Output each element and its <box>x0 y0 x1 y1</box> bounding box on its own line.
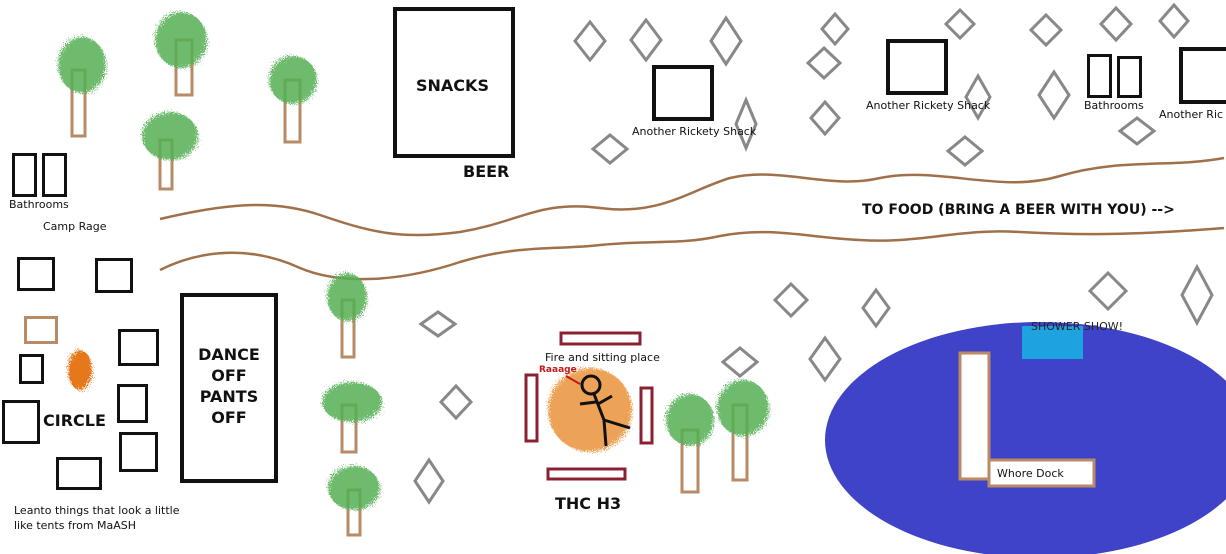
diamond <box>709 15 743 67</box>
leanto-tent <box>2 400 40 444</box>
diamond <box>1037 69 1071 121</box>
circle-label: CIRCLE <box>43 411 106 430</box>
diamond <box>945 135 985 167</box>
tree-foliage-blob <box>327 273 367 321</box>
bench-right <box>639 386 654 445</box>
stick-arm <box>579 400 597 406</box>
diamond <box>964 72 992 122</box>
shack-1-label: Another Rickety Shack <box>632 125 757 138</box>
stick-leg <box>602 419 608 447</box>
bathrooms-right-label: Bathrooms <box>1084 99 1144 112</box>
diamond <box>720 346 760 378</box>
tree-foliage <box>58 12 769 510</box>
bathroom-stall <box>1117 56 1142 98</box>
tree-foliage-blob <box>58 37 106 93</box>
leanto-tent <box>118 329 159 366</box>
diamond <box>820 11 850 47</box>
leanto-tent <box>117 384 148 423</box>
diamond <box>861 287 891 329</box>
bench-bottom <box>546 467 627 481</box>
raaage-label: Raaage <box>539 365 577 375</box>
fire-label: Fire and sitting place <box>545 351 660 364</box>
diamond <box>413 457 445 505</box>
tree-foliage-blob <box>666 394 714 446</box>
shack-2-label: Another Rickety Shack <box>866 99 991 112</box>
leanto-tent <box>24 316 58 344</box>
rickety-shack-2 <box>886 39 948 95</box>
bathrooms-left-label: Bathrooms <box>9 198 69 211</box>
tree-foliage-blob <box>328 466 380 510</box>
leanto-tent <box>95 258 133 293</box>
tree-foliage-blob <box>322 382 382 422</box>
leanto-label: Leanto things that look a little like te… <box>14 504 180 532</box>
tree-foliage-blob <box>155 12 207 68</box>
dance-label: DANCE OFF PANTS OFF <box>198 345 260 427</box>
diamond <box>809 99 841 137</box>
bathroom-stall <box>42 153 67 197</box>
diamond <box>629 17 663 63</box>
to-food-label: TO FOOD (BRING A BEER WITH YOU) --> <box>862 202 1175 218</box>
stick-head <box>580 374 602 396</box>
leanto-tent <box>56 457 102 490</box>
shack-3-label: Another Ric <box>1159 108 1224 121</box>
shower-label: SHOWER SHOW! <box>1031 320 1124 333</box>
bathroom-stall <box>1087 54 1112 98</box>
tree-foliage-blob <box>717 380 769 436</box>
diamond <box>1028 12 1064 48</box>
diamond <box>772 281 810 319</box>
road-bottom-edge <box>159 226 1225 281</box>
raaage-pointer <box>565 375 581 385</box>
shower-box <box>1022 326 1083 359</box>
diamond <box>418 310 458 338</box>
snacks-label: SNACKS <box>416 76 489 95</box>
stick-arm <box>597 394 613 406</box>
stick-figure <box>579 374 631 447</box>
stick-leg <box>603 418 631 430</box>
diamond <box>1158 2 1190 40</box>
snacks-building <box>393 7 515 158</box>
bench-top <box>559 331 642 346</box>
diamond <box>438 383 474 421</box>
diamond <box>573 19 607 63</box>
diamond-tents <box>413 2 1214 505</box>
diamond <box>808 335 842 383</box>
leanto-tent <box>19 354 44 384</box>
bench-left <box>524 373 539 443</box>
bathroom-stall <box>12 153 37 197</box>
tree-foliage-blob <box>142 112 198 160</box>
dock-label: Whore Dock <box>997 467 1064 480</box>
leanto-tent <box>119 432 158 472</box>
camp-rage-label: Camp Rage <box>43 220 107 233</box>
rickety-shack-3 <box>1179 47 1226 104</box>
diamond <box>590 133 630 165</box>
road-top-edge <box>159 156 1225 237</box>
stick-body <box>592 393 606 421</box>
dock-vertical <box>958 351 991 481</box>
dock-horizontal <box>987 458 1096 488</box>
diamond <box>1180 263 1214 327</box>
fire-benches <box>524 331 654 481</box>
diamond <box>1087 270 1129 312</box>
diamond <box>734 96 758 152</box>
orange-blob-circle <box>68 350 92 390</box>
rickety-shack-1 <box>652 65 714 121</box>
diamond <box>1117 116 1157 146</box>
dance-building <box>180 293 278 483</box>
beer-label: BEER <box>463 162 510 181</box>
lake <box>825 322 1226 554</box>
diamond <box>805 45 843 81</box>
fire-pit <box>548 368 632 452</box>
diamond <box>943 7 977 41</box>
leanto-tent <box>17 257 55 291</box>
thc-label: THC H3 <box>555 494 622 513</box>
tree-foliage-blob <box>269 56 317 104</box>
diamond <box>1098 5 1134 43</box>
